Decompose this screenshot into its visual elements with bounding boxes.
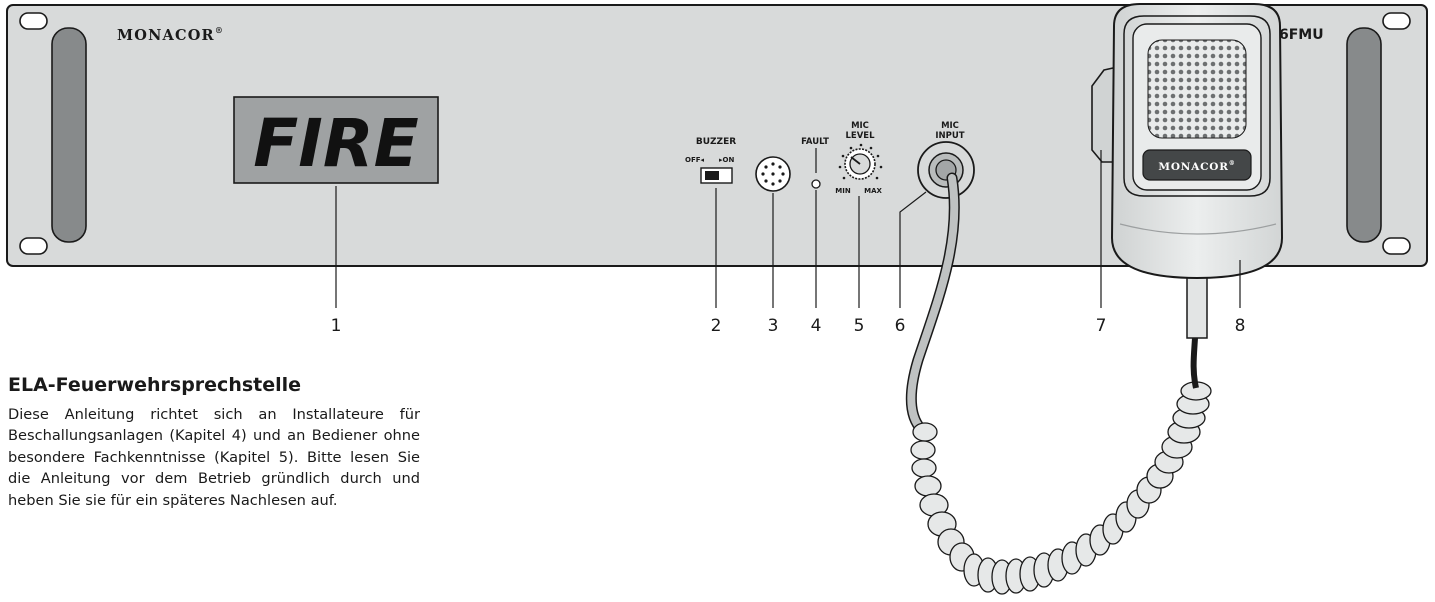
mic-level-max: MAX [864, 187, 882, 195]
panel-brand: MONACOR® [117, 25, 224, 44]
callout-4: 4 [811, 316, 822, 336]
callout-3: 3 [768, 316, 779, 336]
callout-6: 6 [895, 316, 906, 336]
mic-level-label-1: MIC [851, 121, 869, 131]
connector-socket[interactable] [755, 156, 791, 192]
rack-handle-left [51, 27, 87, 243]
mount-slot-bottom-left [19, 237, 48, 255]
buzzer-label: BUZZER [696, 137, 736, 147]
buzzer-off-label: OFF◂ [685, 156, 705, 164]
manual-title: ELA-Feuerwehrsprechstelle [8, 374, 302, 396]
fire-display: FIRE [233, 96, 439, 184]
mic-level-knob[interactable] [844, 148, 876, 180]
buzzer-on-label: ▸ON [719, 156, 734, 164]
manual-intro: Diese Anleitung richtet sich an Installa… [8, 406, 420, 509]
fault-led [811, 179, 821, 189]
mic-grille [1147, 39, 1247, 139]
mic-level-label-2: LEVEL [845, 131, 875, 141]
mount-slot-top-left [19, 12, 48, 30]
mic-badge [1142, 149, 1252, 181]
buzzer-switch[interactable] [700, 167, 733, 184]
mic-input-socket[interactable] [917, 141, 975, 199]
callout-1: 1 [331, 316, 342, 336]
microphone[interactable]: MONACOR® [1110, 3, 1284, 280]
mic-brand: MONACOR® [1158, 160, 1235, 173]
mount-slot-top-right [1382, 12, 1411, 30]
rack-handle-right [1346, 27, 1382, 243]
mic-level-scale [838, 143, 883, 180]
mic-cable [905, 172, 960, 436]
callout-lines [335, 150, 1241, 308]
mic-strain-relief [1186, 271, 1208, 339]
mic-input-label-1: MIC [941, 121, 959, 131]
fire-display-text: FIRE [253, 105, 419, 182]
fault-label: FAULT [801, 137, 829, 147]
mic-level-min: MIN [835, 187, 851, 195]
rack-mount-slots [19, 12, 1411, 255]
callout-5: 5 [854, 316, 865, 336]
callout-7: 7 [1096, 316, 1107, 336]
mount-slot-bottom-right [1382, 237, 1411, 255]
mic-input-label-2: INPUT [935, 131, 964, 141]
coiled-cord [910, 381, 1212, 595]
model-label: 6FMU [1279, 27, 1324, 43]
rack-panel [6, 4, 1428, 267]
callout-2: 2 [711, 316, 722, 336]
callout-8: 8 [1235, 316, 1246, 336]
